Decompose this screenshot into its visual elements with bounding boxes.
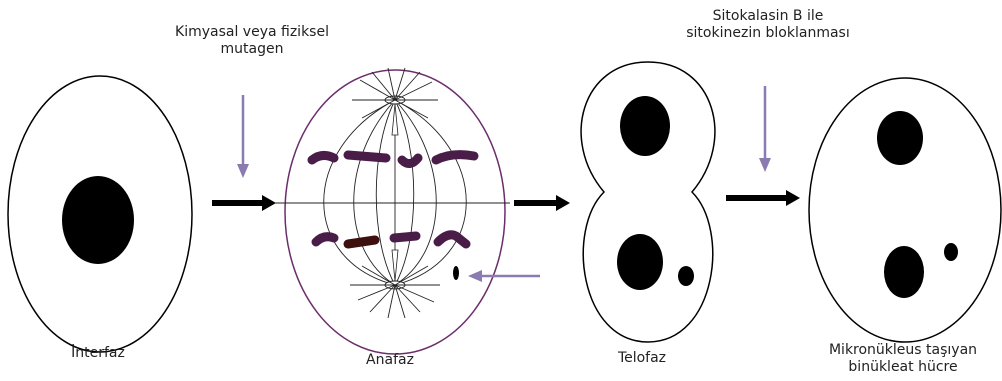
interphase-label: İnterfaz bbox=[71, 345, 125, 361]
binucleate-label-line2: binükleat hücre bbox=[848, 359, 958, 375]
arrow-telophase-to-binucleate bbox=[726, 190, 800, 206]
telophase-label: Telofaz bbox=[617, 350, 667, 366]
anaphase-cell bbox=[275, 67, 510, 355]
lower-centrosome bbox=[350, 265, 440, 319]
mutagen-arrow bbox=[237, 95, 249, 178]
mutagen-label: Kimyasal veya fiziksel mutagen bbox=[152, 24, 352, 58]
cytochalasin-label-line1: Sitokalasin B ile bbox=[712, 8, 824, 24]
cytochalasin-label-line2: sitokinezin bloklanması bbox=[686, 25, 850, 41]
lagging-pointer-arrow bbox=[468, 270, 540, 282]
cytochalasin-label: Sitokalasin B ile sitokinezin bloklanmas… bbox=[668, 8, 868, 42]
lagging-chromosome bbox=[453, 266, 459, 280]
binucleate-label-line1: Mikronükleus taşıyan bbox=[828, 342, 978, 358]
binucleate-micronucleus bbox=[944, 243, 958, 261]
anaphase-label: Anafaz bbox=[366, 352, 414, 368]
cytochalasin-arrow bbox=[759, 86, 771, 172]
binucleate-lower-nucleus bbox=[884, 246, 924, 298]
telophase-upper-nucleus bbox=[620, 96, 670, 156]
upper-centrosome bbox=[352, 67, 438, 119]
upper-chromosomes bbox=[307, 150, 479, 168]
telophase-lower-nucleus bbox=[617, 234, 663, 290]
interphase-nucleus bbox=[62, 176, 134, 264]
telophase-cell bbox=[580, 61, 716, 343]
binucleate-label: Mikronükleus taşıyan binükleat hücre bbox=[808, 342, 998, 376]
mutagen-label-line1: Kimyasal veya fiziksel bbox=[175, 24, 329, 40]
arrow-anaphase-to-telophase bbox=[514, 195, 570, 211]
interphase-cell bbox=[7, 75, 193, 353]
binucleate-cell bbox=[808, 77, 1002, 343]
lower-chromosomes bbox=[311, 230, 471, 249]
binucleate-upper-nucleus bbox=[877, 111, 923, 165]
arrow-interphase-to-anaphase bbox=[212, 195, 276, 211]
mutagen-label-line2: mutagen bbox=[220, 41, 284, 57]
telophase-micronucleus bbox=[678, 266, 694, 286]
